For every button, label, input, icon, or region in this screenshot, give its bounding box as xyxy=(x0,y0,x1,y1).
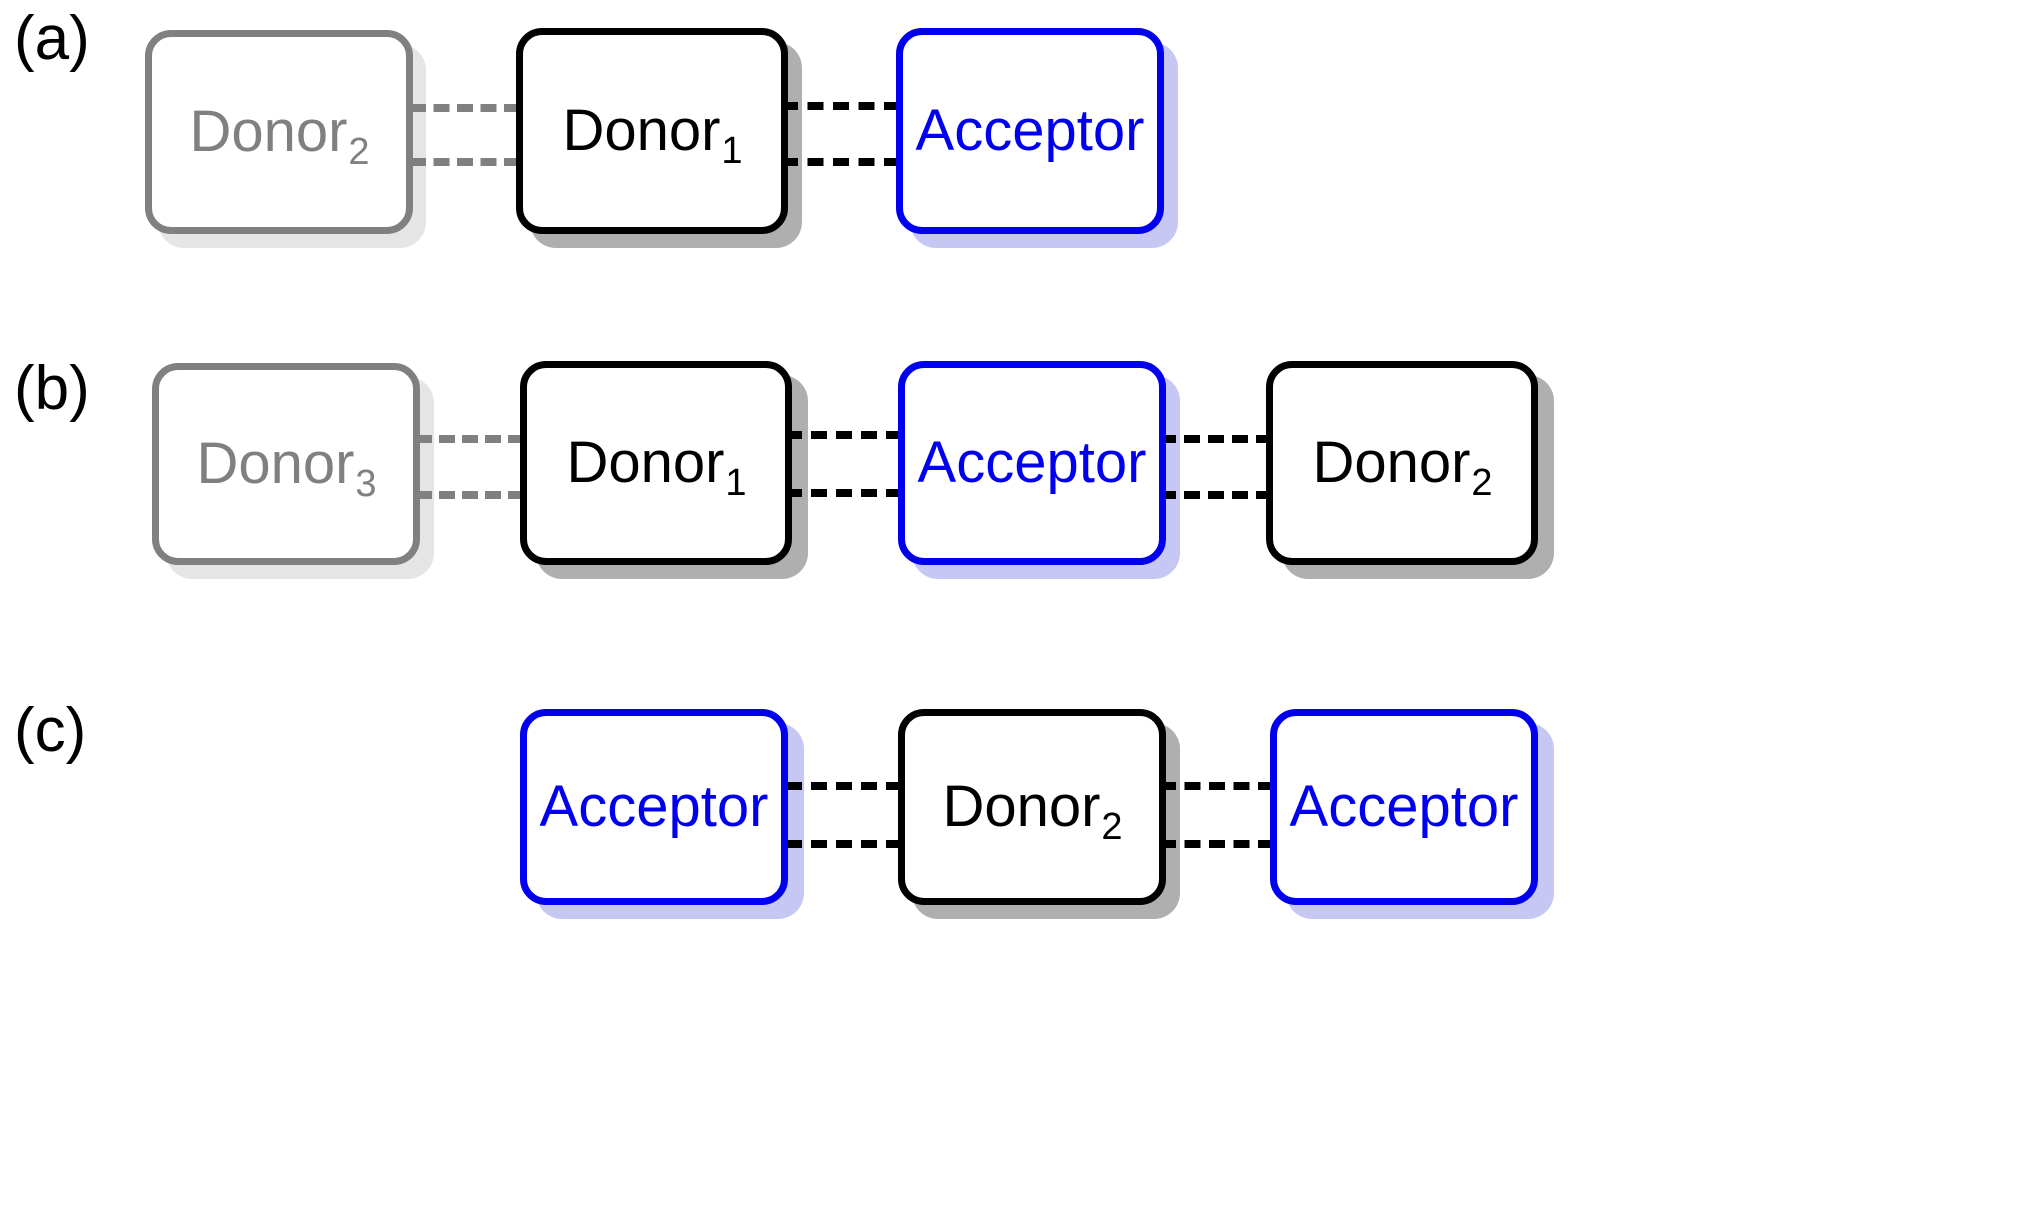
connector-dashed-line xyxy=(1160,782,1274,790)
node-acceptor[interactable]: Acceptor xyxy=(896,28,1164,234)
node-label: Acceptor xyxy=(1289,774,1519,839)
panel-label-a: (a) xyxy=(14,4,90,73)
connector-dashed-line xyxy=(416,435,524,443)
connector-dashed-line xyxy=(786,431,902,439)
connector-dashed-line xyxy=(1160,435,1272,443)
connector-dashed-line xyxy=(1160,840,1274,848)
connector-dashed-line xyxy=(786,840,902,848)
connector-dashed-line xyxy=(410,104,520,112)
connector-dashed-line xyxy=(782,102,900,110)
connector-dashed-line xyxy=(786,782,902,790)
node-acceptor[interactable]: Acceptor xyxy=(898,361,1166,565)
connector-dashed-line xyxy=(1160,491,1272,499)
connector-dashed-line xyxy=(786,489,902,497)
node-label: Acceptor xyxy=(917,430,1147,495)
node-label: Acceptor xyxy=(539,774,769,839)
node-label: Acceptor xyxy=(915,98,1145,163)
panel-label-b: (b) xyxy=(14,354,90,423)
connector-dashed-line xyxy=(410,158,520,166)
connector-dashed-line xyxy=(782,158,900,166)
node-acceptor[interactable]: Acceptor xyxy=(1270,709,1538,905)
node-acceptor[interactable]: Acceptor xyxy=(520,709,788,905)
connector-dashed-line xyxy=(416,491,524,499)
panel-label-c: (c) xyxy=(14,696,87,765)
